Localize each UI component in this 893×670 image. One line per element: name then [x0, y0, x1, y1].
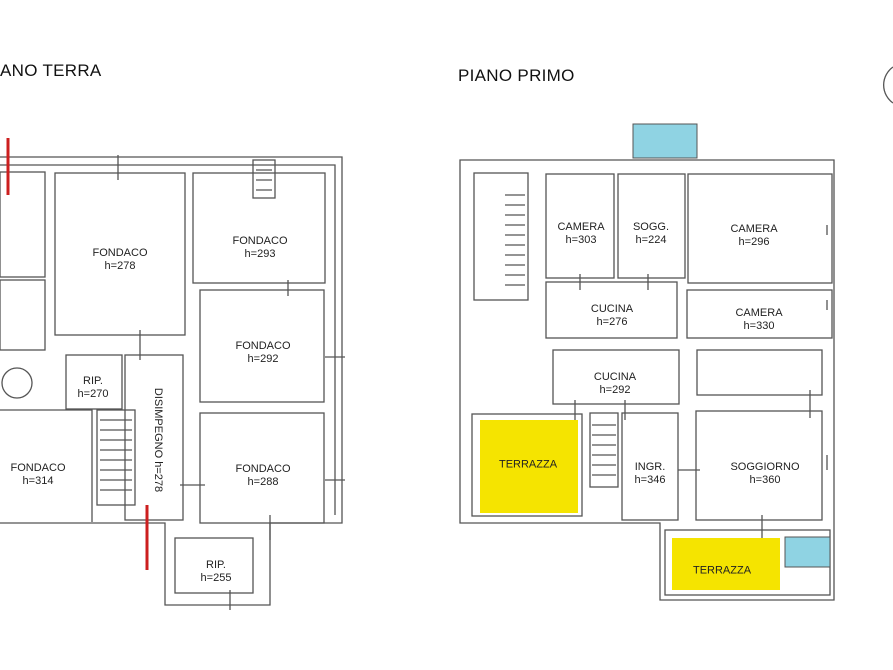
first-floor-title: PIANO PRIMO	[458, 66, 575, 85]
terrace-left-fill	[480, 420, 578, 513]
room-ingresso-346: INGR.h=346	[634, 461, 666, 486]
terrace-left: TERRAZZA	[498, 458, 558, 471]
terrace-bottom-fill	[672, 538, 780, 590]
room-sogg-224: SOGG.h=224	[632, 221, 670, 246]
compass-partial-icon	[883, 66, 893, 104]
room-rip-270: RIP.h=270	[77, 375, 109, 400]
first-floor-walls	[459, 159, 835, 601]
terrace-bottom: TERRAZZA	[692, 564, 752, 577]
water-tank-bottom	[784, 536, 831, 568]
ground-floor-walls	[0, 155, 345, 610]
room-rip-255: RIP.h=255	[200, 559, 232, 584]
ground-floor-title: ANO TERRA	[0, 61, 102, 80]
room-disimpegno: DISIMPEGNO h=278	[152, 387, 164, 493]
water-tank-top	[632, 123, 698, 159]
